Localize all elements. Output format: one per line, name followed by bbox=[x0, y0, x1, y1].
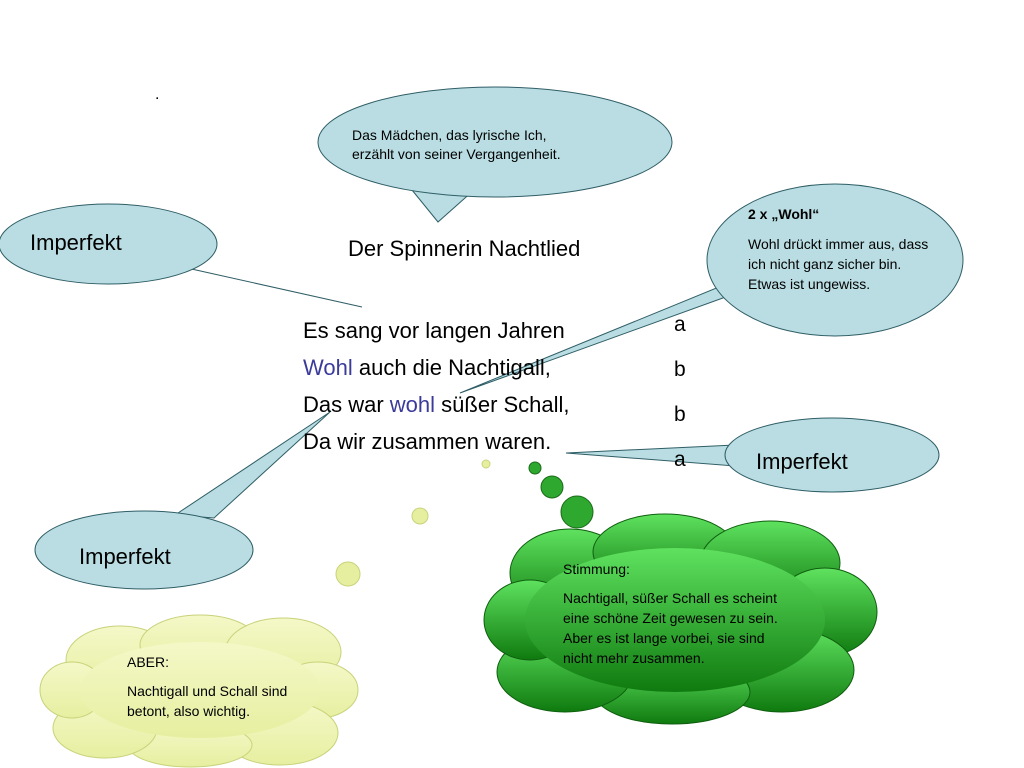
imperfekt-label-right: Imperfekt bbox=[756, 449, 848, 474]
highlight-wohl-2: wohl bbox=[389, 392, 436, 417]
callout-wohl-bubble bbox=[459, 183, 964, 394]
callout-narrator-text: Das Mädchen, das lyrische Ich, erzählt v… bbox=[352, 126, 561, 164]
highlight-wohl-1: Wohl bbox=[303, 355, 353, 380]
thought-green-title: Stimmung: bbox=[563, 561, 630, 577]
callout-wohl-text: 2 x „Wohl“ Wohl drückt immer aus, dass i… bbox=[748, 206, 938, 294]
stray-dot: . bbox=[155, 86, 160, 103]
thought-cloud-yellow bbox=[39, 614, 359, 768]
callout-wohl-title: 2 x „Wohl“ bbox=[748, 206, 820, 222]
thought-yellow-title: ABER: bbox=[127, 654, 170, 670]
callout-wohl-body: Wohl drückt immer aus, dass ich nicht ga… bbox=[748, 236, 929, 292]
poem-stanza: Es sang vor langen Jahren Wohl auch die … bbox=[303, 312, 570, 460]
callout-narrator-line-2: erzählt von seiner Vergangenheit. bbox=[352, 146, 561, 162]
poem-line-4: Da wir zusammen waren. bbox=[303, 429, 552, 454]
poem-line-3: Das war wohl süßer Schall, bbox=[303, 392, 570, 417]
imperfekt-label-left-bottom: Imperfekt bbox=[79, 544, 171, 569]
poem-title: Der Spinnerin Nachtlied bbox=[348, 236, 581, 261]
callout-narrator-bubble bbox=[317, 86, 673, 223]
thought-green-body: Nachtigall, süßer Schall es scheint eine… bbox=[563, 590, 778, 666]
thought-cloud-green bbox=[483, 513, 878, 725]
imperfekt-label-left-top: Imperfekt bbox=[30, 230, 122, 255]
poem-line-2: Wohl auch die Nachtigall, bbox=[303, 355, 551, 380]
imperfekt-bubble-left-bottom bbox=[34, 411, 331, 590]
rhyme-mark-3: b bbox=[674, 403, 686, 426]
thought-dots-yellow bbox=[335, 459, 491, 587]
rhyme-mark-4: a bbox=[674, 448, 686, 471]
rhyme-mark-1: a bbox=[674, 313, 686, 336]
imperfekt-bubble-right bbox=[565, 417, 940, 493]
poem-line-1: Es sang vor langen Jahren bbox=[303, 318, 565, 343]
rhyme-mark-2: b bbox=[674, 358, 686, 381]
imperfekt-bubble-left-top bbox=[0, 203, 363, 308]
thought-yellow-body: Nachtigall und Schall sind betont, also … bbox=[127, 683, 288, 719]
callout-narrator-line-1: Das Mädchen, das lyrische Ich, bbox=[352, 127, 547, 143]
thought-yellow-text: ABER: Nachtigall und Schall sind betont,… bbox=[127, 654, 292, 721]
thought-green-text: Stimmung: Nachtigall, süßer Schall es sc… bbox=[563, 561, 788, 668]
thought-dots-green bbox=[528, 461, 594, 529]
